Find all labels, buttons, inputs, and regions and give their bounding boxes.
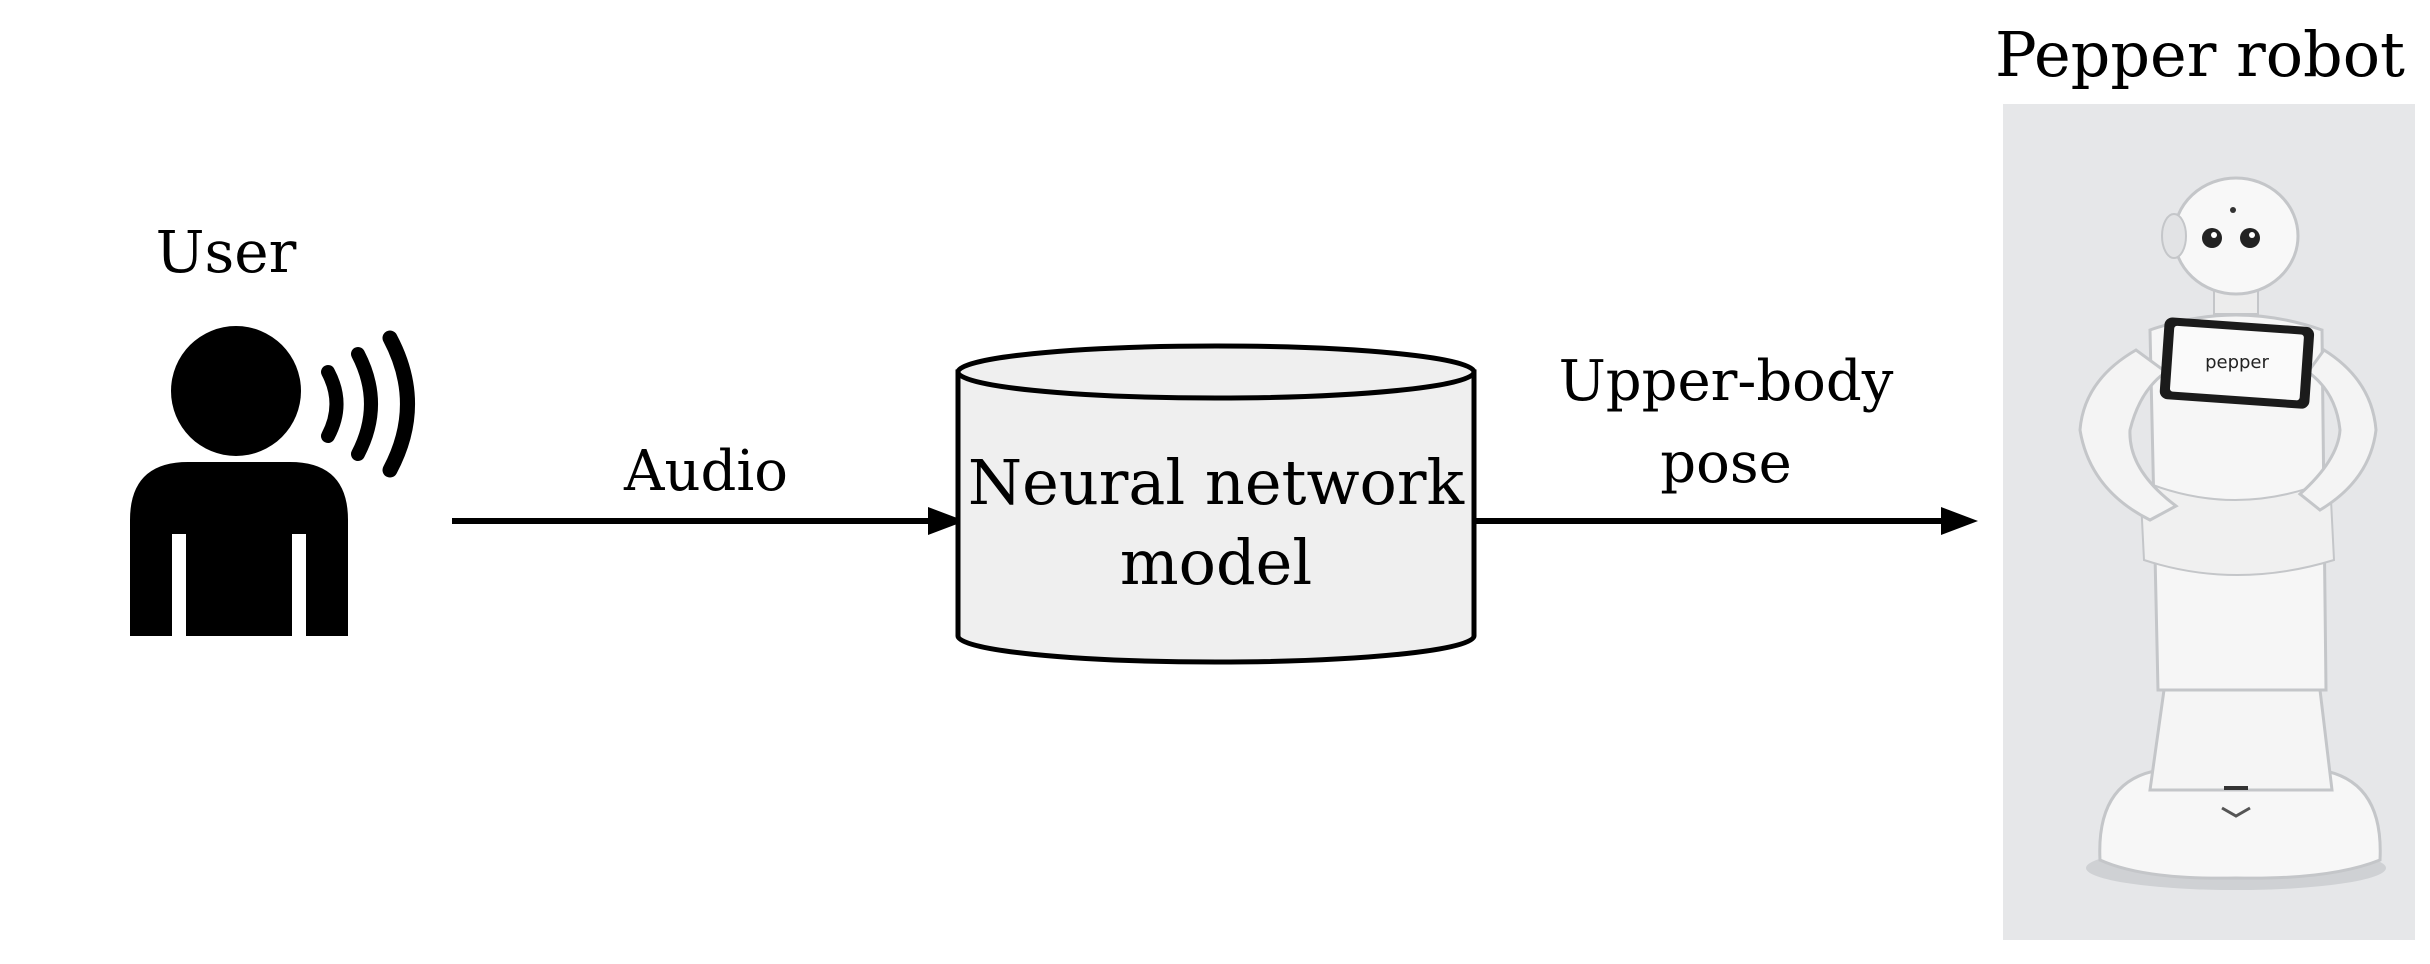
pose-arrow: [1474, 507, 1978, 535]
pepper-robot-photo: pepper: [2003, 104, 2415, 940]
person-speaking-icon: [130, 326, 415, 638]
pose-label-line2: pose: [1660, 431, 1791, 496]
audio-arrow: [452, 507, 965, 535]
robot-screen-text: pepper: [2205, 352, 2269, 373]
pose-label-line1: Upper-body: [1559, 349, 1894, 414]
model-label-line1: Neural network: [968, 446, 1465, 519]
neural-network-cylinder: [955, 343, 1477, 665]
robot-label: Pepper robot: [1995, 18, 2405, 91]
model-label-line2: model: [1120, 526, 1312, 599]
user-label: User: [156, 218, 297, 286]
audio-label: Audio: [623, 439, 788, 504]
